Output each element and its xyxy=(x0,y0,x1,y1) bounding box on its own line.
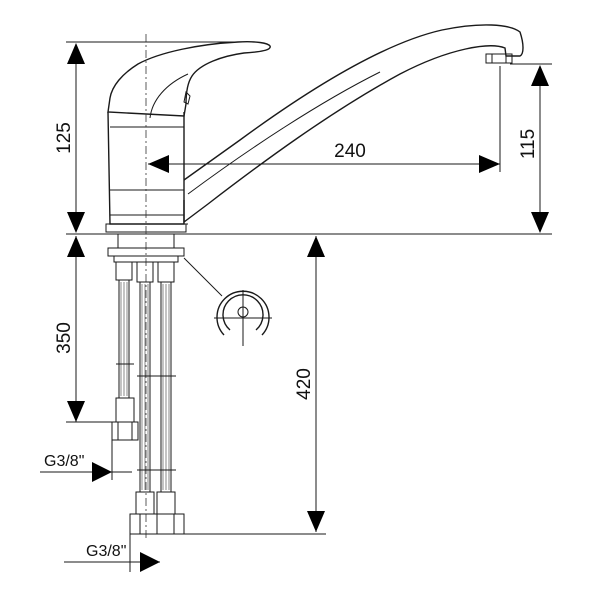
faucet-body-icon xyxy=(105,24,524,233)
mounting-clip-detail-icon xyxy=(183,257,272,346)
dim-350-label: 350 xyxy=(54,322,75,354)
dim-240-label: 240 xyxy=(334,141,366,162)
thread-label-short: G3/8" xyxy=(44,453,84,470)
thread-label-long: G3/8" xyxy=(86,543,126,560)
mounting-hoses-icon xyxy=(107,234,185,535)
dim-125-label: 125 xyxy=(54,122,75,154)
dim-115-label: 115 xyxy=(518,129,539,159)
dim-420-label: 420 xyxy=(294,368,315,400)
